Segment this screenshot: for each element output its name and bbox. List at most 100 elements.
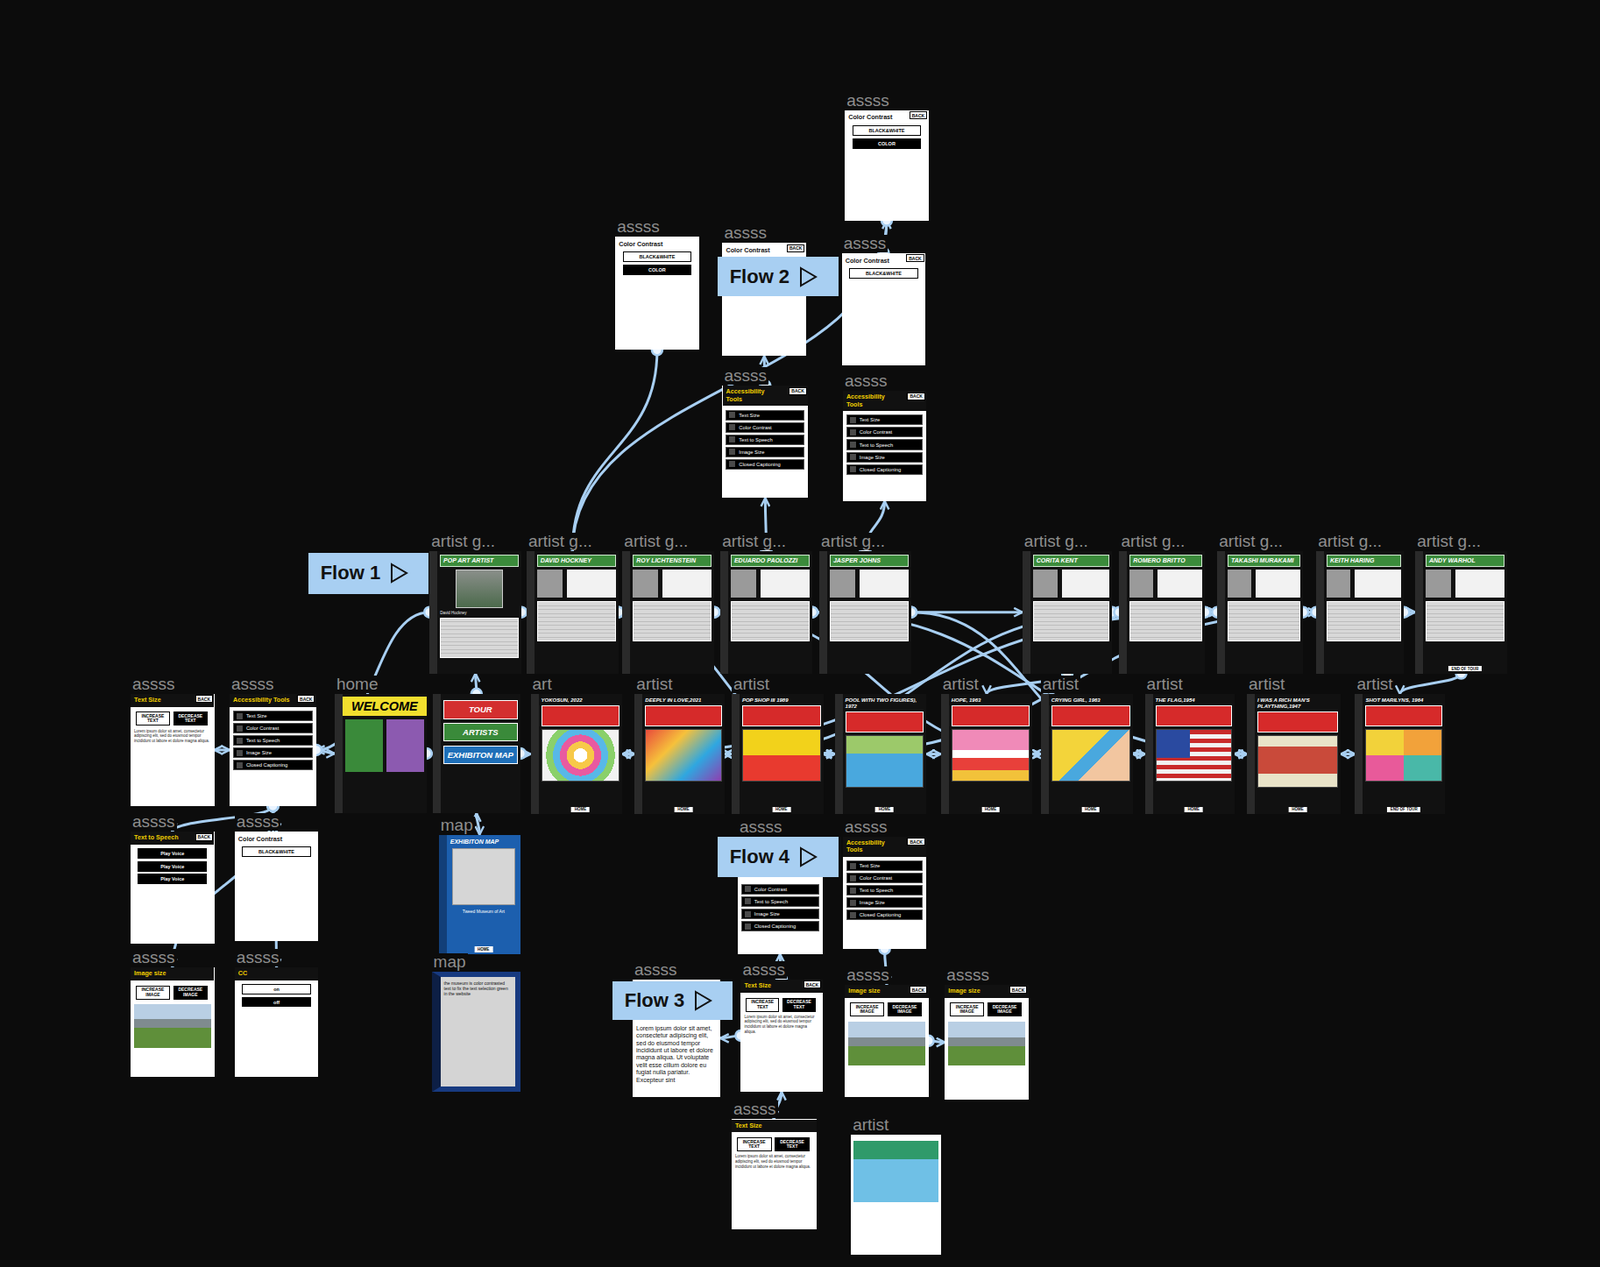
screen-frame: WELCOMEhome: [334, 693, 427, 814]
tool-row: Color Contrast: [741, 884, 820, 895]
size-button: INCREASE IMAGE: [949, 1002, 985, 1017]
frame-name: artist g...: [1316, 532, 1384, 551]
screen-body: JASPER JOHNS: [819, 551, 912, 674]
screen-body: POOL WITH TWO FIGURES), 1972HOME: [835, 693, 928, 815]
artist-header: EDUARDO PAOLOZZI: [730, 554, 810, 568]
body-text: Lorem ipsum dolor sit amet, consectetur …: [735, 1153, 814, 1169]
screen-frame: CConoffassss: [234, 967, 319, 1077]
screen-body: YOKOSUN, 2022HOME: [530, 693, 624, 815]
connectors: [172, 215, 1467, 1120]
redbox-graphic: [1365, 705, 1442, 727]
screen-frame: ANDY WARHOLEND OF TOURartist g...: [1415, 551, 1508, 674]
screen-frame: Color ContrastBLACK&WHITEassss: [234, 831, 319, 942]
screen-body: CRYING GIRL, 1963HOME: [1040, 693, 1133, 815]
screen-frame: Color ContrastBACKBLACK&WHITECOLORassss: [844, 110, 928, 221]
frame-name: artist: [1040, 675, 1081, 694]
para-graphic: [1425, 601, 1505, 642]
art-graphic: [1365, 729, 1442, 782]
screen-body: Color ContrastBLACK&WHITE: [234, 831, 319, 942]
tool-row: Image Size: [846, 452, 923, 463]
frame-name: assss: [740, 961, 787, 979]
nav-button: HOME: [674, 807, 694, 813]
screen-body: Color ContrastBACKBLACK&WHITECOLOR: [844, 110, 928, 221]
frame-name: artist: [731, 675, 772, 694]
screen-body: Text SizeINCREASE TEXTDECREASE TEXTLorem…: [731, 1118, 817, 1230]
frame-name: assss: [722, 224, 769, 242]
tool-row: Image Size: [846, 897, 923, 908]
tool-row: Closed Captioning: [233, 759, 313, 771]
artist-header: KEITH HARING: [1326, 554, 1402, 568]
land-graphic: [848, 1021, 925, 1066]
welcome-banner: WELCOME: [342, 696, 427, 716]
frame-name: artist: [850, 1116, 891, 1134]
screen-body: Text SizeBACKINCREASE TEXTDECREASE TEXTL…: [130, 693, 214, 807]
screen-body: TOURARTISTSEXHIBITON MAP: [432, 693, 521, 814]
flow-name: Flow 1: [320, 561, 381, 585]
prototype-connector: [1340, 752, 1355, 756]
artwork-title: I WAS A RICH MAN'S PLAYTHING,1947: [1257, 697, 1339, 710]
screen-title: Image size: [130, 967, 214, 981]
back-button: BACK: [909, 111, 928, 120]
back-button: BACK: [195, 833, 213, 842]
screen-body: CORITA KENT: [1022, 551, 1112, 674]
back-button: BACK: [297, 694, 315, 703]
screen-frame: TOURARTISTSEXHIBITON MAP: [432, 693, 521, 814]
bio-graphic: [632, 569, 712, 598]
menu-button: ARTISTS: [443, 722, 518, 743]
flow-start-label: Flow 3: [612, 981, 733, 1020]
screen-frame: ROY LICHTENSTEINartist g...: [622, 551, 715, 674]
redbox-graphic: [742, 705, 822, 727]
para-graphic: [1227, 601, 1301, 642]
flow-start-label: Flow 2: [717, 256, 840, 296]
play-icon: [389, 562, 409, 584]
screen-body: ROMERO BRITTO: [1118, 551, 1205, 674]
menu-button: EXHIBITON MAP: [443, 745, 518, 765]
play-triangle: [391, 564, 407, 582]
prototype-connector: [1400, 673, 1462, 694]
option-button: COLOR: [623, 264, 693, 276]
frame-name: artist: [1145, 675, 1185, 694]
map-caption: Tweed Museum of Art: [450, 908, 517, 914]
tool-row: Closed Captioning: [846, 464, 923, 475]
home-graphic: [345, 719, 425, 772]
redbox-graphic: [845, 711, 925, 733]
screen-body: Accessibility ToolsBACKText SizeColor Co…: [842, 836, 927, 949]
frame-name: artist g...: [1118, 532, 1187, 551]
frame-name: assss: [229, 675, 277, 694]
redbox-graphic: [1257, 711, 1339, 733]
frame-name: art: [530, 675, 554, 694]
screen-body: Accessibility ToolsBACKText SizeColor Co…: [842, 390, 927, 502]
screen-body: DEEPLY IN LOVE,2021HOME: [634, 693, 724, 815]
screen-frame: CRYING GIRL, 1963HOMEartist: [1040, 693, 1133, 815]
screen-body: [850, 1134, 941, 1255]
screen-body: Flow 3: [612, 981, 733, 1020]
photo-graphic: [455, 569, 503, 609]
frame-name: artist: [941, 675, 981, 694]
screen-body: WELCOME: [334, 693, 427, 814]
tool-row: Closed Captioning: [846, 909, 923, 921]
frame-name: assss: [842, 372, 890, 390]
screen-frame: TAKASHI MURAKAMIartist g...: [1217, 551, 1303, 674]
para-graphic: [1129, 601, 1203, 642]
back-button: BACK: [906, 254, 924, 262]
screen-body: KEITH HARING: [1316, 551, 1404, 674]
prototype-connector: [476, 813, 481, 835]
note-text: the museum is color contrasted text to f…: [444, 980, 512, 997]
screen-body: Accessibility ToolsBACKText SizeColor Co…: [722, 385, 808, 498]
tool-row: Text to Speech: [846, 884, 923, 896]
art-graphic: [644, 729, 722, 782]
map-title: EXHIBITON MAP: [450, 838, 517, 845]
artwork-title: SHOT MARILYNS, 1964: [1365, 697, 1442, 704]
screen-body: POP SHOP III 1989HOME: [731, 693, 824, 815]
screen-body: Image sizeBACKINCREASE IMAGEDECREASE IMA…: [944, 984, 1028, 1101]
redbox-graphic: [644, 705, 722, 727]
artist-header: ANDY WARHOL: [1425, 554, 1505, 568]
flow-start-label: Flow 1: [308, 552, 429, 595]
nav-button: HOME: [1288, 807, 1308, 813]
back-button: BACK: [195, 694, 213, 703]
redbox-graphic: [1051, 705, 1131, 727]
prototype-connector: [572, 220, 887, 552]
artwork-title: POP SHOP III 1989: [742, 697, 822, 704]
nav-button: HOME: [771, 807, 791, 813]
